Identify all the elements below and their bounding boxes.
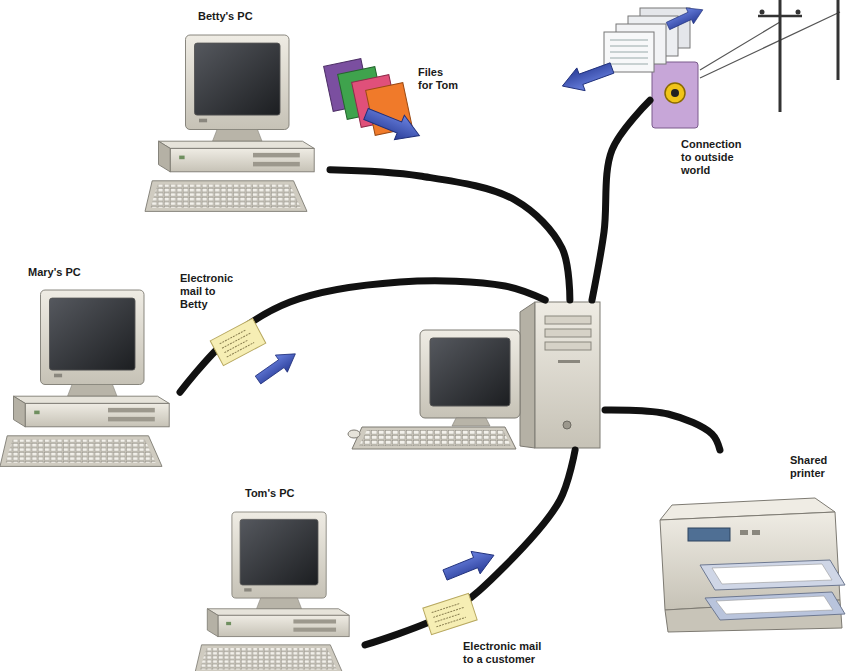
drive-slot bbox=[558, 360, 580, 363]
node-label: Mary's PC bbox=[28, 266, 128, 279]
wall-plate bbox=[652, 62, 698, 128]
flow-arrow bbox=[252, 345, 301, 388]
drive-bay bbox=[545, 342, 591, 350]
network-cable bbox=[592, 100, 650, 300]
server-illustration bbox=[348, 302, 600, 449]
button bbox=[752, 530, 760, 535]
paper bbox=[716, 596, 833, 614]
socket-hole bbox=[671, 89, 679, 97]
envelope-scribble bbox=[220, 328, 256, 357]
node-label: Betty's PC bbox=[198, 10, 298, 23]
pc-node: Tom's PC bbox=[185, 485, 365, 668]
outlet-node: Connection to outside world bbox=[650, 58, 785, 190]
paper-tray bbox=[700, 560, 845, 590]
phone-wire bbox=[700, 12, 840, 78]
insulator bbox=[796, 10, 801, 15]
paper bbox=[712, 564, 832, 584]
callout-label-box: Files for Tom bbox=[416, 66, 462, 92]
keyboard bbox=[352, 427, 516, 449]
printer-node: Shared printer bbox=[650, 450, 846, 635]
flow-arrow bbox=[664, 2, 706, 34]
insulator bbox=[760, 10, 765, 15]
pc-node: Betty's PC bbox=[140, 8, 330, 218]
edge-label-box: Electronic mail to a customer bbox=[461, 640, 550, 666]
envelope bbox=[423, 593, 477, 634]
keys bbox=[359, 430, 511, 446]
pc-node: Mary's PC bbox=[0, 262, 180, 472]
tower-side bbox=[520, 302, 535, 448]
edge-label: Electronic mail to a customer bbox=[461, 640, 550, 666]
flow-arrow bbox=[558, 57, 616, 98]
drive-bay bbox=[545, 316, 591, 324]
pole bbox=[837, 0, 840, 80]
power-button bbox=[563, 421, 571, 429]
callout-label: Files for Tom bbox=[416, 66, 462, 92]
screen bbox=[430, 338, 510, 406]
node-label: Tom's PC bbox=[245, 487, 345, 500]
paper-tray bbox=[705, 592, 845, 620]
mouse bbox=[348, 430, 360, 438]
envelope-scribble bbox=[432, 602, 468, 626]
monitor-stand bbox=[452, 418, 490, 426]
edge-label: Electronic mail to Betty bbox=[178, 272, 242, 311]
server-node bbox=[345, 300, 605, 450]
drive-bay bbox=[545, 329, 591, 337]
envelope-body bbox=[423, 593, 477, 634]
pc-illustration bbox=[0, 290, 169, 466]
pc-illustration bbox=[145, 35, 314, 211]
network-cable bbox=[605, 410, 720, 450]
pc-illustration bbox=[195, 512, 349, 671]
envelope-body bbox=[210, 318, 266, 365]
network-cable bbox=[365, 450, 575, 645]
node-label: Connection to outside world bbox=[681, 138, 747, 177]
printer-illustration bbox=[660, 498, 845, 632]
outside-illustration bbox=[558, 0, 840, 128]
tower-front bbox=[535, 302, 600, 448]
node-label: Shared printer bbox=[790, 454, 840, 480]
monitor bbox=[420, 330, 520, 418]
control-panel bbox=[688, 528, 730, 541]
flow-arrow bbox=[361, 102, 424, 148]
button bbox=[740, 530, 748, 535]
edge-label-box: Electronic mail to Betty bbox=[178, 272, 242, 311]
envelope bbox=[210, 318, 266, 365]
crossbar bbox=[758, 15, 802, 18]
files-illustration bbox=[324, 59, 425, 148]
socket bbox=[665, 83, 685, 103]
sheet-lines bbox=[610, 40, 648, 64]
